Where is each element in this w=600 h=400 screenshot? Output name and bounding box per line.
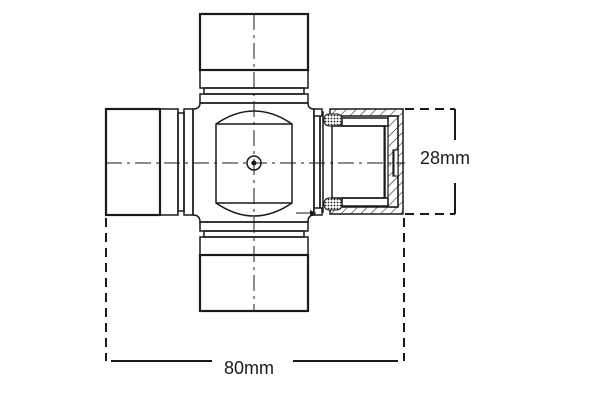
overall-length-label: 80mm <box>224 358 274 378</box>
center-lines <box>106 14 405 311</box>
dimension-overall-length: 80mm <box>105 218 405 378</box>
dimension-cup-diameter: 28mm <box>405 108 470 215</box>
right-bearing-cup-section <box>296 108 404 216</box>
cup-diameter-label: 28mm <box>420 148 470 168</box>
left-bearing-cup <box>104 107 194 217</box>
